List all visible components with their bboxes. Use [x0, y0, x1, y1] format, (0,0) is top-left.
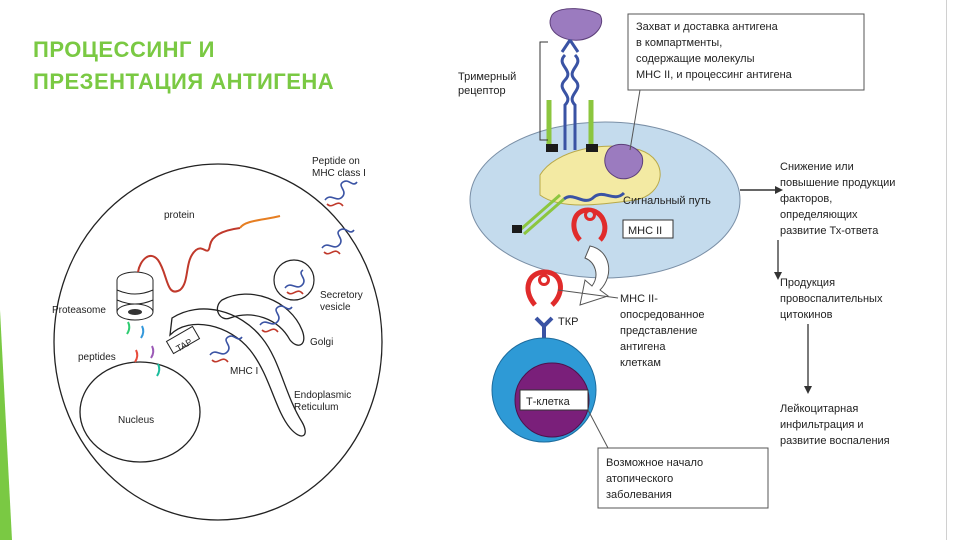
protein-label: protein: [164, 210, 195, 221]
atopic-label-1: Возможное начало: [606, 457, 703, 469]
slide-edge-line: [946, 0, 947, 540]
antigen-internal: [604, 143, 644, 180]
capture-label-1: Захват и доставка антигена: [636, 21, 779, 33]
proteasome: [116, 271, 154, 321]
capture-info-box: [627, 13, 865, 91]
production-label-1: Продукция: [780, 277, 835, 289]
capture-label-2: в компартменты,: [636, 37, 722, 49]
leuko-label-1: Лейкоцитарная: [780, 403, 858, 415]
production-label-2: провоспалительных: [780, 293, 883, 305]
nucleus-label: Nucleus: [118, 415, 154, 426]
mhc2-presentation-diagram: Тримерный рецептор МНС II Сигнальный пут…: [458, 8, 895, 509]
peptides-label: peptides: [78, 352, 116, 363]
secretory-label-1: Secretory: [320, 290, 363, 301]
golgi-label: Golgi: [310, 337, 333, 348]
golgi-apparatus: [216, 293, 305, 346]
signal-arrowhead: [775, 186, 783, 194]
presentation-arrow: [579, 245, 610, 306]
atopic-pointer: [587, 409, 609, 449]
peptide-fragments: [126, 321, 161, 377]
internal-receptor: [512, 191, 626, 236]
accent-triangle: [0, 310, 12, 540]
protein-chain: [137, 227, 241, 293]
right-arrowhead-1: [774, 272, 782, 280]
peptide-on-mhc1-label-2: MHC class I: [312, 168, 366, 179]
trimeric-label-1: Тримерный: [458, 71, 516, 83]
proteasome-label: Proteasome: [52, 305, 106, 316]
mhc2-label-box: [622, 219, 674, 239]
secretory-vesicle: [273, 259, 315, 301]
decrease-label-5: развитие Тх-ответа: [780, 225, 879, 237]
capture-label-4: МНС II, и процессинг антигена: [636, 69, 793, 81]
trimeric-receptor: [546, 39, 598, 152]
atopic-label-3: заболевания: [606, 489, 672, 501]
mhc2-molecule-internal: [571, 207, 608, 242]
mhc1-molecules: [209, 180, 358, 363]
mhc2-pres-label-5: клеткам: [620, 357, 661, 369]
capture-label-3: содержащие молекулы: [636, 53, 755, 65]
decrease-label-1: Снижение или: [780, 161, 854, 173]
tcr-label: ТКР: [558, 316, 578, 328]
decrease-label-2: повышение продукции: [780, 177, 895, 189]
tcell-label-box: [519, 389, 589, 411]
title-line-1: ПРОЦЕССИНГ И: [33, 37, 215, 62]
slide-title: ПРОЦЕССИНГ И ПРЕЗЕНТАЦИЯ АНТИГЕНА: [33, 34, 453, 98]
decrease-label-4: определяющих: [780, 209, 858, 221]
mhc2-pres-label-2: опосредованное: [620, 309, 704, 321]
title-line-2: ПРЕЗЕНТАЦИЯ АНТИГЕНА: [33, 69, 335, 94]
mhc1-cell-diagram: Nucleus Endoplasmic Reticulum Golgi Secr…: [52, 156, 383, 521]
protein-chain-tail: [239, 215, 281, 229]
mhc1-label: MHC I: [230, 366, 258, 377]
right-arrowhead-2: [804, 386, 812, 394]
mhc2-molecule-surface: [525, 269, 563, 307]
atopic-label-2: атопического: [606, 473, 673, 485]
signal-path-label: Сигнальный путь: [623, 195, 711, 207]
er-label-2: Reticulum: [294, 402, 338, 413]
production-label-3: цитокинов: [780, 309, 833, 321]
tcr-receptor: [534, 316, 554, 340]
peptide-on-mhc1-label-1: Peptide on: [312, 156, 360, 167]
mhc2-box-label: МНС II: [628, 225, 662, 237]
leuko-label-3: развитие воспаления: [780, 435, 890, 447]
leuko-label-2: инфильтрация и: [780, 419, 864, 431]
nucleus: [79, 361, 201, 463]
atopic-info-box: [597, 447, 769, 509]
mhc2-pres-label-3: представление: [620, 325, 697, 337]
tap-transporter: [165, 325, 201, 355]
antigen-top: [549, 8, 603, 41]
capture-pointer: [629, 89, 641, 151]
decrease-label-3: факторов,: [780, 193, 832, 205]
mhc2-pres-pointer: [557, 289, 619, 299]
trimeric-label-2: рецептор: [458, 85, 506, 97]
mhc2-pres-label-4: антигена: [620, 341, 666, 353]
er-label-1: Endoplasmic: [294, 390, 351, 401]
trimeric-bracket: [539, 41, 548, 141]
tcell-label: Т-клетка: [526, 396, 571, 408]
secretory-label-2: vesicle: [320, 302, 351, 313]
mhc2-pres-label-1: МНС II-: [620, 293, 658, 305]
